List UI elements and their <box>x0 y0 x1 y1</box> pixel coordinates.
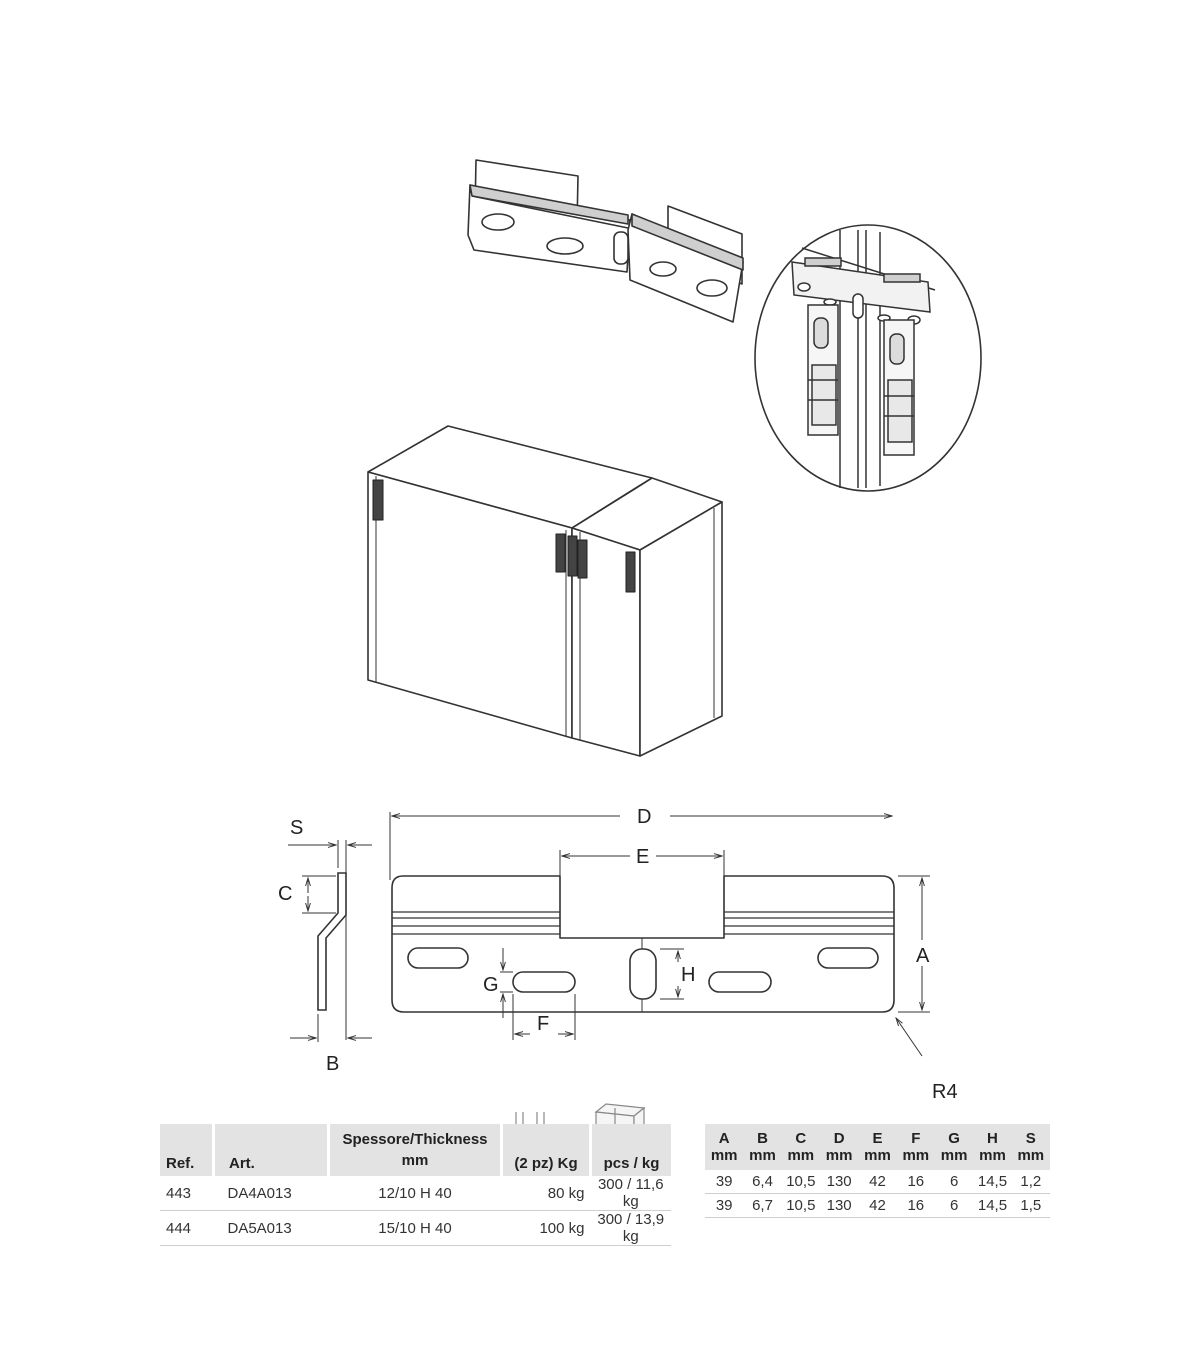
bracket-side-profile <box>288 840 372 1042</box>
label-A: A <box>916 945 930 967</box>
cell-value: 1,5 <box>1011 1193 1050 1218</box>
header-unit: mm <box>781 1147 820 1170</box>
cell-art: DA5A013 <box>213 1210 329 1246</box>
table-row: 444 DA5A013 15/10 H 40 100 kg 300 / 13,9… <box>160 1210 671 1246</box>
table-row: 443 DA4A013 12/10 H 40 80 kg 300 / 11,6 … <box>160 1176 671 1211</box>
product-table: Ref. Art. Spessore/Thickness mm (2 pz) K… <box>160 1124 671 1246</box>
cell-value: 16 <box>896 1170 935 1194</box>
label-D: D <box>637 806 651 828</box>
header-letter: C <box>781 1124 820 1147</box>
header-unit: mm <box>705 1147 744 1170</box>
cell-thickness: 12/10 H 40 <box>328 1176 502 1211</box>
header-unit: mm <box>858 1147 897 1170</box>
cell-value: 130 <box>819 1193 859 1218</box>
cell-packing: 300 / 13,9 kg <box>590 1210 671 1246</box>
header-art: Art. <box>213 1124 330 1176</box>
label-E: E <box>636 846 649 868</box>
cell-load: 100 kg <box>501 1210 591 1246</box>
label-C: C <box>278 883 292 905</box>
header-letter: D <box>819 1124 859 1147</box>
cell-value: 130 <box>819 1170 859 1194</box>
cell-value: 6,4 <box>743 1170 782 1194</box>
table-row: 39 6,7 10,5 130 42 16 6 14,5 1,5 <box>705 1193 1050 1218</box>
cell-load: 80 kg <box>501 1176 591 1211</box>
header-letter: H <box>973 1124 1012 1147</box>
cell-value: 39 <box>705 1193 744 1218</box>
cell-value: 6 <box>934 1170 974 1194</box>
label-B: B <box>326 1053 339 1075</box>
header-thickness-line1: Spessore/Thickness <box>342 1131 488 1148</box>
header-letter: G <box>934 1124 974 1147</box>
header-unit: mm <box>819 1147 859 1170</box>
cell-value: 42 <box>858 1170 897 1194</box>
cell-value: 16 <box>896 1193 935 1218</box>
cell-value: 14,5 <box>973 1170 1012 1194</box>
cell-value: 6 <box>934 1193 974 1218</box>
header-unit: mm <box>896 1147 935 1170</box>
header-unit: mm <box>973 1147 1012 1170</box>
cell-art: DA4A013 <box>213 1176 329 1211</box>
front-view-dimensions <box>389 812 930 1057</box>
header-unit: mm <box>1011 1147 1050 1170</box>
header-letter: A <box>705 1124 744 1147</box>
cell-ref: 443 <box>160 1176 214 1211</box>
header-unit: mm <box>934 1147 974 1170</box>
cabinet-assembly <box>367 425 723 757</box>
header-letter: B <box>743 1124 782 1147</box>
table-row: 39 6,4 10,5 130 42 16 6 14,5 1,2 <box>705 1170 1050 1194</box>
cell-value: 1,2 <box>1011 1170 1050 1194</box>
label-R4: R4 <box>932 1081 958 1103</box>
header-unit: mm <box>743 1147 782 1170</box>
header-letter: E <box>858 1124 897 1147</box>
header-thickness-line2: mm <box>401 1152 429 1169</box>
bracket-front-view <box>391 875 895 1013</box>
cell-value: 10,5 <box>781 1193 820 1218</box>
label-H: H <box>681 964 695 986</box>
label-S: S <box>290 817 303 839</box>
cell-value: 39 <box>705 1170 744 1194</box>
header-letter: S <box>1011 1124 1050 1147</box>
cell-value: 10,5 <box>781 1170 820 1194</box>
cell-value: 6,7 <box>743 1193 782 1218</box>
mounting-detail-circle <box>754 224 982 492</box>
cell-thickness: 15/10 H 40 <box>328 1210 502 1246</box>
cell-value: 42 <box>858 1193 897 1218</box>
bracket-isometric-view <box>467 159 744 323</box>
header-thickness: Spessore/Thickness mm <box>328 1124 503 1176</box>
cell-value: 14,5 <box>973 1193 1012 1218</box>
label-F: F <box>537 1013 549 1035</box>
header-packing: pcs / kg <box>590 1124 671 1176</box>
header-ref: Ref. <box>160 1124 215 1176</box>
cell-packing: 300 / 11,6 kg <box>590 1176 671 1211</box>
header-letter: F <box>896 1124 935 1147</box>
header-load: (2 pz) Kg <box>501 1124 592 1176</box>
label-G: G <box>483 974 499 996</box>
cell-ref: 444 <box>160 1210 214 1246</box>
dimensions-table: A B C D E F G H S mm mm mm mm mm mm mm m… <box>705 1124 1050 1218</box>
